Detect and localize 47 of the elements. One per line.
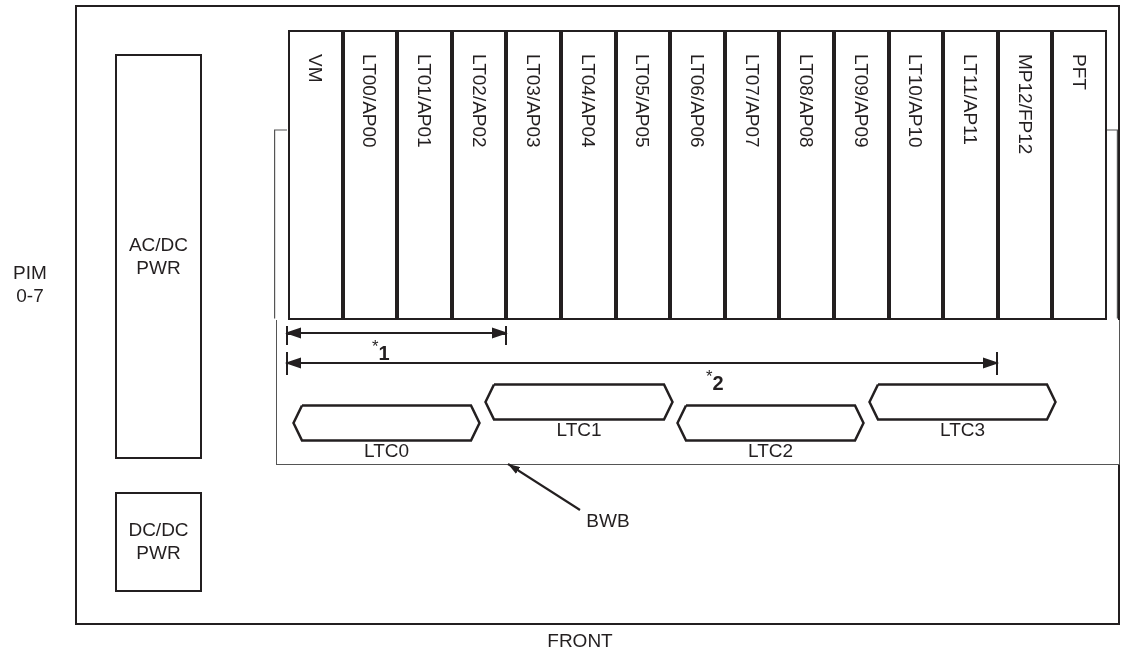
slot-label: LT06/AP06 xyxy=(688,54,707,148)
unit-label: DC/DC PWR xyxy=(127,519,190,565)
card-slot xyxy=(615,30,671,320)
card-slot xyxy=(888,30,944,320)
slot-label: LT02/AP02 xyxy=(469,54,489,148)
card-slot xyxy=(288,30,343,320)
card-slot xyxy=(397,30,452,320)
card-slot xyxy=(779,30,834,320)
leader-arrow xyxy=(507,463,581,511)
connector-label: LTC0 xyxy=(363,440,410,463)
dimension-label: $^{*}$1 xyxy=(372,337,390,365)
unit-label: AC/DC PWR xyxy=(127,233,190,280)
slot-label: LT00/AP00 xyxy=(360,54,380,148)
slot-label: LT03/AP03 xyxy=(524,54,544,148)
power-unit xyxy=(115,54,202,459)
side-label: FRONT xyxy=(546,630,614,653)
connector-label: LTC1 xyxy=(556,419,602,442)
connector-label: LTC3 xyxy=(939,419,986,442)
slot-label: LT01/AP01 xyxy=(415,54,434,148)
slot-label: LT11/AP11 xyxy=(961,54,980,145)
slot-label: MP12/FP12 xyxy=(1015,54,1035,155)
callout-label: BWB xyxy=(585,510,631,533)
slot-label: LT07/AP07 xyxy=(742,54,762,148)
slot-label: LT09/AP09 xyxy=(851,54,871,148)
card-slot xyxy=(561,30,616,320)
connector-label: LTC2 xyxy=(747,440,794,463)
slot-label: LT08/AP08 xyxy=(797,54,817,148)
chassis-frame xyxy=(75,5,1120,625)
dimension-label: $^{*}$2 xyxy=(706,367,724,395)
backplane-board xyxy=(276,320,1120,465)
card-slot xyxy=(834,30,889,320)
card-slot xyxy=(451,30,507,320)
slot-label: VM xyxy=(305,54,325,83)
power-unit xyxy=(115,492,202,592)
card-slot xyxy=(670,30,725,320)
slot-label: LT04/AP04 xyxy=(578,54,598,148)
card-slot xyxy=(342,30,398,320)
slot-label: PFT xyxy=(1070,54,1090,90)
slot-label: LT10/AP10 xyxy=(906,54,926,148)
card-slot xyxy=(997,30,1053,320)
card-slot xyxy=(1052,30,1107,320)
card-slot xyxy=(506,30,561,320)
slot-label: LT05/AP05 xyxy=(633,54,653,148)
card-slot xyxy=(724,30,780,320)
card-slot xyxy=(943,30,998,320)
side-label: PIM 0-7 xyxy=(12,262,48,308)
connector xyxy=(868,383,1057,438)
